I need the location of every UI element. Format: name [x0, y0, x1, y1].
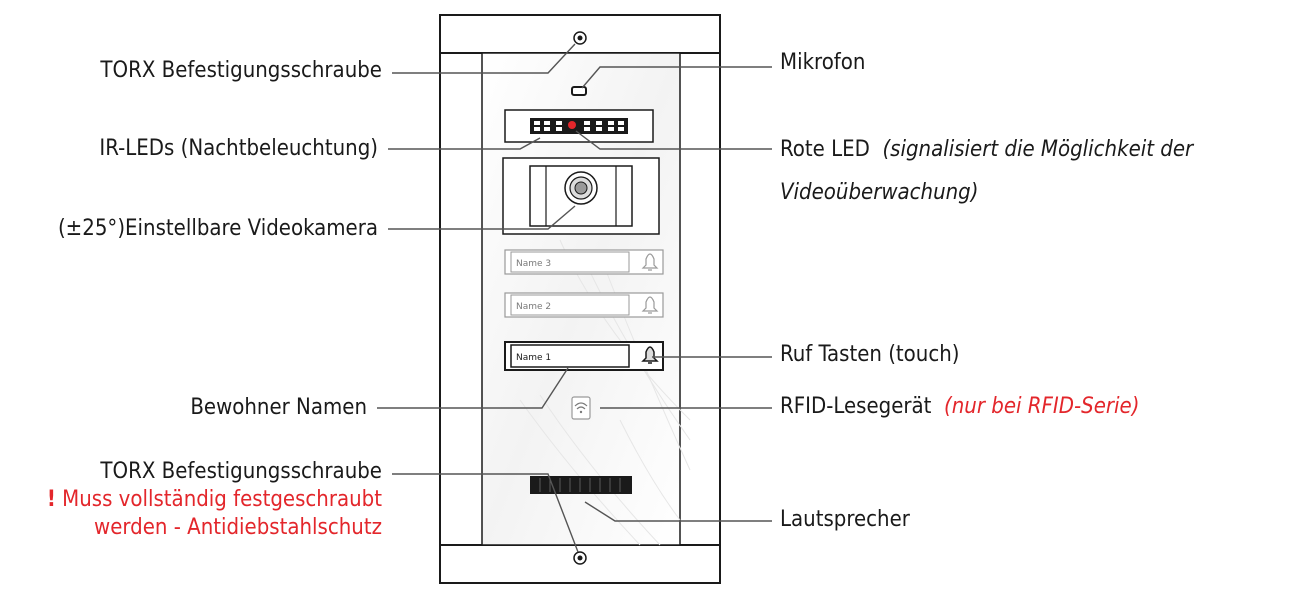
- red-led: [568, 121, 576, 129]
- microphone-slot: [571, 86, 587, 96]
- bell-icon: [641, 296, 659, 314]
- name-slot-3: Name 3: [516, 259, 551, 269]
- speaker-grill: [530, 476, 632, 494]
- label-rfid-note: (nur bei RFID-Serie): [944, 394, 1140, 419]
- label-rfid-row: RFID-Lesegerät (nur bei RFID-Serie): [780, 394, 1139, 420]
- screw-icon: [573, 551, 587, 565]
- ir-led-strip: [504, 109, 654, 143]
- leader-torx-bottom: [392, 473, 579, 553]
- camera-module: [502, 157, 660, 235]
- name-slot-1: Name 1: [516, 353, 551, 363]
- label-torx-top: TORX Befestigungsschraube: [100, 58, 382, 83]
- label-red-led-note-2: Videoüberwachung): [780, 180, 979, 205]
- name-plate: Name 3: [504, 249, 664, 275]
- leader-residents: [377, 367, 569, 409]
- leader-torx-top: [392, 43, 576, 74]
- label-residents: Bewohner Namen: [190, 395, 367, 420]
- label-speaker: Lautsprecher: [780, 507, 910, 532]
- warning-text-line1: ! Muss vollständig festgeschraubt: [47, 487, 382, 513]
- bell-icon: [641, 253, 659, 271]
- name-plate: Name 1: [504, 341, 664, 371]
- leader-ir-leds: [388, 137, 541, 150]
- label-red-led: Rote LED: [780, 137, 870, 162]
- label-ir-leds: IR-LEDs (Nachtbeleuchtung): [99, 136, 378, 161]
- label-call-buttons: Ruf Tasten (touch): [780, 342, 960, 367]
- label-torx-bottom: TORX Befestigungsschraube: [100, 459, 382, 484]
- label-red-led-note-1: (signalisiert die Möglichkeit der: [882, 137, 1194, 162]
- label-rfid: RFID-Lesegerät: [780, 394, 932, 419]
- label-red-led-row: Rote LED (signalisiert die Möglichkeit d…: [780, 137, 1193, 163]
- warning-text-line2: werden - Antidiebstahlschutz: [94, 515, 382, 540]
- leader-lines: [377, 43, 772, 553]
- label-microphone: Mikrofon: [780, 50, 866, 75]
- warning-line1: Muss vollständig festgeschraubt: [62, 487, 382, 512]
- warning-mark: !: [46, 487, 56, 512]
- leader-camera: [388, 205, 576, 230]
- leader-speaker: [584, 501, 772, 522]
- label-camera: (±25°)Einstellbare Videokamera: [57, 216, 378, 241]
- rfid-icon: [571, 396, 591, 420]
- leader-microphone: [581, 66, 772, 89]
- screw-icon: [573, 31, 587, 45]
- name-plate: Name 2: [504, 292, 664, 318]
- leader-red-led: [575, 130, 772, 150]
- name-slot-2: Name 2: [516, 302, 551, 312]
